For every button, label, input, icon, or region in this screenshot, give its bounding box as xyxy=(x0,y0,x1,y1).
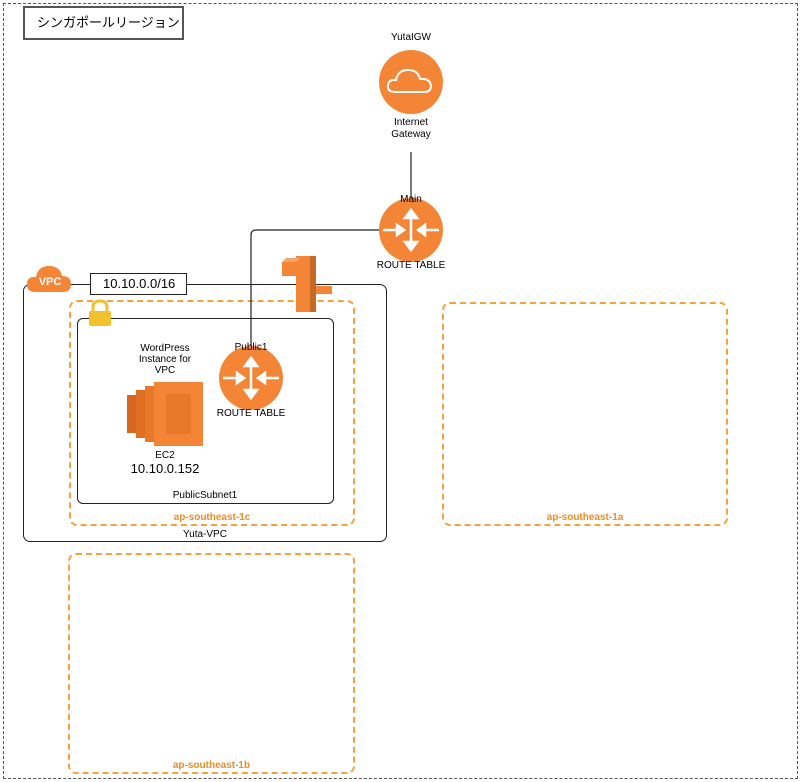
az-label-1b: ap-southeast-1b xyxy=(172,760,251,771)
vpc-badge: VPC xyxy=(38,276,62,288)
public-route-table-label: ROUTE TABLE xyxy=(216,408,286,419)
ec2-title: WordPress Instance for VPC xyxy=(138,343,192,376)
vpc-router-icon xyxy=(282,256,332,312)
lock-icon xyxy=(89,299,111,326)
main-route-table-name: Main xyxy=(400,194,422,205)
region-label: シンガポールリージョン xyxy=(23,6,184,40)
igw-name: YutaIGW xyxy=(390,32,431,43)
vpc-cloud-icon xyxy=(26,266,71,292)
az-label-1c: ap-southeast-1c xyxy=(173,512,251,523)
subnet-box xyxy=(77,318,334,504)
main-route-table-label: ROUTE TABLE xyxy=(376,260,446,271)
ec2-ip: 10.10.0.152 xyxy=(130,461,200,476)
region-frame xyxy=(3,3,798,779)
az-ap-southeast-1b xyxy=(68,553,355,774)
ec2-label: EC2 xyxy=(155,450,175,461)
cloud-icon xyxy=(379,50,443,114)
igw-type-label: Internet Gateway xyxy=(391,117,431,140)
az-ap-southeast-1c xyxy=(69,300,355,526)
public-route-table-name: Public1 xyxy=(234,342,268,353)
subnet-name: PublicSubnet1 xyxy=(172,490,238,501)
vpc-name: Yuta-VPC xyxy=(183,529,227,540)
public-router-icon xyxy=(219,346,283,410)
vpc-box xyxy=(23,284,387,542)
az-label-1a: ap-southeast-1a xyxy=(546,512,624,523)
main-to-public-line xyxy=(250,229,381,356)
vpc-cidr: 10.10.0.0/16 xyxy=(90,273,187,295)
ec2-icon xyxy=(127,382,203,446)
az-ap-southeast-1a xyxy=(442,302,728,526)
router-icon xyxy=(379,198,443,262)
